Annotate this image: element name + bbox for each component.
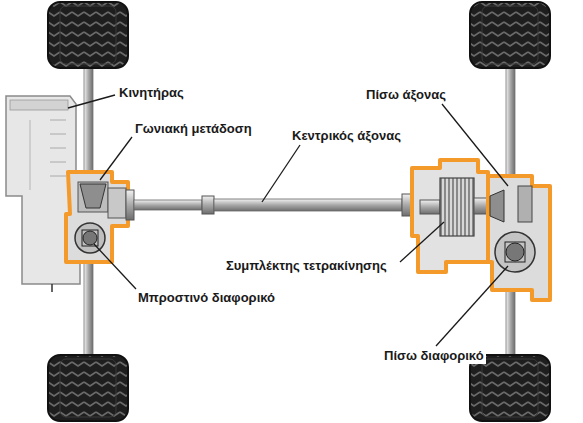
part-label: Κεντρικός άξονας (290, 128, 403, 144)
front-transfer-housing (66, 172, 128, 262)
leader-lines (68, 95, 508, 346)
central-shaft (126, 190, 412, 220)
part-label: Γωνιακή μετάδοση (133, 121, 254, 137)
wheel (470, 2, 550, 68)
part-label: Κινητήρας (117, 85, 186, 101)
leader-line (94, 244, 136, 289)
part-label: Μπροστινό διαφορικό (136, 290, 277, 306)
rear-differential-housing (488, 176, 550, 300)
wheel (470, 355, 550, 421)
part-label: Πίσω άξονας (364, 87, 448, 103)
leader-line (442, 104, 508, 186)
leader-line (400, 222, 444, 262)
wheel (48, 355, 128, 421)
wheels (48, 2, 550, 421)
wheel (48, 2, 128, 68)
leader-line (436, 266, 508, 346)
leader-line (68, 95, 115, 108)
part-label: Συμπλέκτης τετρακίνησης (224, 258, 389, 274)
axles (84, 60, 515, 365)
leader-line (100, 137, 132, 180)
leader-line (262, 145, 300, 202)
part-label: Πίσω διαφορικό (382, 348, 486, 364)
awd-clutch-housing (412, 160, 488, 272)
